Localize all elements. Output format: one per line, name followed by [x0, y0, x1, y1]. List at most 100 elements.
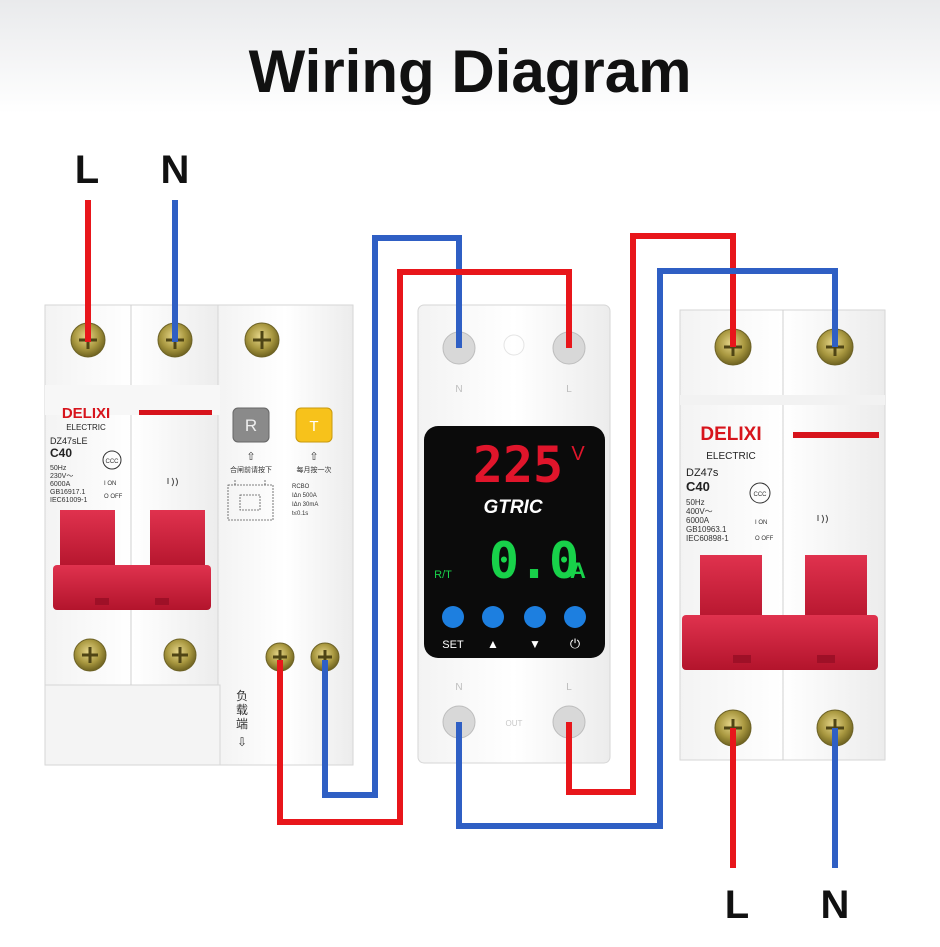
circuit-schematic-icon — [227, 480, 274, 521]
mcb-spec: IEC60898-1 — [686, 534, 729, 543]
rcbo-rcd-specs: RCBO IΔn 500A IΔn 30mA t≤0.1s — [292, 484, 318, 517]
mcb-handle-pole1 — [700, 555, 762, 625]
output-neutral-label: N — [821, 883, 850, 927]
up-arrow-icon: ▲ — [487, 637, 499, 651]
out-label: OUT — [506, 719, 523, 728]
wire-neutral-meter-to-mcb — [456, 268, 838, 829]
rcbo-spec: 230V～ — [50, 473, 73, 480]
voltage-unit: V — [571, 443, 585, 465]
meter-terminal-top-l: L — [566, 384, 572, 395]
rcbo-toggle-handle[interactable] — [53, 565, 211, 610]
screw-slot-icon — [253, 331, 271, 349]
logo-emboss-icon — [503, 334, 525, 356]
screw-slot-icon — [172, 647, 188, 663]
rcbo-body-right — [217, 304, 354, 766]
rcd-spec: IΔn 30mA — [292, 502, 318, 508]
power-button[interactable] — [564, 606, 586, 628]
down-arrow-icon: ▼ — [529, 637, 541, 651]
load-char: 载 — [236, 703, 248, 717]
on-label: I ON — [755, 520, 767, 526]
wire-line-meter-to-mcb — [566, 233, 736, 795]
wire-neutral-rcbo-to-meter — [322, 235, 462, 798]
rcbo-base — [44, 684, 221, 766]
rcbo-spec: GB16917.1 — [50, 489, 86, 496]
mcb-red-stripe — [793, 432, 879, 438]
current-unit: A — [570, 558, 586, 583]
off-label: O OFF — [104, 494, 123, 500]
voltage-readout: 225 — [473, 436, 563, 494]
rcbo-rating: C40 — [50, 446, 72, 460]
up-button[interactable] — [482, 606, 504, 628]
ccc-mark: CCC — [754, 492, 768, 498]
rcbo-handle-pole1 — [60, 510, 115, 570]
test-caption: 每月按一次 — [297, 465, 332, 474]
mcb-brand: DELIXI — [700, 424, 761, 445]
meter-terminal-bottom-l: L — [566, 682, 572, 693]
reset-button-label: R — [245, 416, 257, 435]
down-arrow-icon: ⇩ — [237, 735, 247, 749]
mcb-spec: 400V～ — [686, 507, 713, 516]
rcbo-brand: DELIXI — [62, 405, 110, 422]
off-label: O OFF — [755, 536, 774, 542]
mcb-spec: 6000A — [686, 516, 710, 525]
mcb-toggle-handle[interactable] — [682, 615, 878, 670]
up-arrow-icon: ⇧ — [309, 451, 318, 463]
meter-display — [424, 426, 605, 658]
ccc-icon — [102, 450, 122, 470]
current-readout: 0.0 — [489, 532, 579, 590]
down-button[interactable] — [524, 606, 546, 628]
wire-line-rcbo-to-meter — [277, 269, 572, 825]
mcb-brand-sub: ELECTRIC — [706, 451, 755, 462]
load-label: 负 载 端 ⇩ — [236, 689, 248, 749]
on-label: I ON — [104, 481, 116, 487]
handle-slot — [733, 655, 751, 663]
ccc-icon — [749, 482, 771, 504]
coil-symbol-icon — [167, 477, 178, 487]
test-button[interactable] — [295, 407, 333, 443]
up-arrow-icon: ⇧ — [246, 451, 255, 463]
input-neutral-label: N — [161, 148, 190, 192]
rcbo-red-stripe — [139, 410, 212, 415]
coil-symbol-icon — [817, 514, 828, 524]
rcbo-brand-sub: ELECTRIC — [66, 423, 106, 432]
mcb-model: DZ47s — [686, 467, 719, 479]
mcb-specs: 50Hz 400V～ 6000A GB10963.1 IEC60898-1 — [686, 498, 729, 543]
set-button-label: SET — [442, 639, 464, 651]
rcbo-handle-pole2 — [150, 510, 205, 570]
output-line-label: L — [725, 883, 749, 927]
handle-slot — [95, 598, 109, 605]
mcb-rating: C40 — [686, 479, 710, 494]
mcb-band — [680, 395, 885, 405]
meter-brand: GTRIC — [483, 497, 542, 518]
reset-button[interactable] — [232, 407, 270, 443]
test-button-label: T — [309, 418, 318, 435]
meter-terminal-top-n: N — [455, 384, 462, 395]
rcbo-breaker: DELIXI ELECTRIC DZ47sLE C40 CCC 50Hz 230… — [44, 304, 354, 766]
rcd-spec: RCBO — [292, 484, 310, 490]
rcd-spec: IΔn 500A — [292, 493, 317, 499]
power-icon: ⏻ — [570, 636, 580, 651]
rcbo-spec: 6000A — [50, 481, 71, 488]
handle-slot — [817, 655, 835, 663]
screw-slot-icon — [82, 647, 98, 663]
rcbo-body-left — [44, 304, 221, 686]
rcd-spec: t≤0.1s — [292, 511, 308, 517]
meter-terminal-bottom-n: N — [455, 682, 462, 693]
rcbo-spec: IEC61009-1 — [50, 497, 87, 504]
voltmeter-ammeter: N L 225 V GTRIC 0.0 A R/T SET ▲ ▼ ⏻ N L … — [417, 304, 611, 764]
ccc-mark: CCC — [106, 459, 120, 465]
mcb-handle-pole2 — [805, 555, 867, 625]
mcb-breaker: DELIXI ELECTRIC DZ47s C40 CCC 50Hz 400V～… — [679, 309, 886, 761]
load-char: 端 — [236, 717, 248, 731]
rcbo-model: DZ47sLE — [50, 436, 88, 446]
rcbo-specs: 50Hz 230V～ 6000A GB16917.1 IEC61009-1 — [50, 465, 87, 504]
rcbo-spec: 50Hz — [50, 465, 67, 472]
handle-slot — [155, 598, 169, 605]
page-title: Wiring Diagram — [249, 38, 692, 105]
rcbo-top-screws — [70, 322, 280, 358]
set-button[interactable] — [442, 606, 464, 628]
mcb-spec: GB10963.1 — [686, 525, 727, 534]
mode-label: R/T — [434, 569, 452, 581]
load-char: 负 — [236, 689, 248, 703]
